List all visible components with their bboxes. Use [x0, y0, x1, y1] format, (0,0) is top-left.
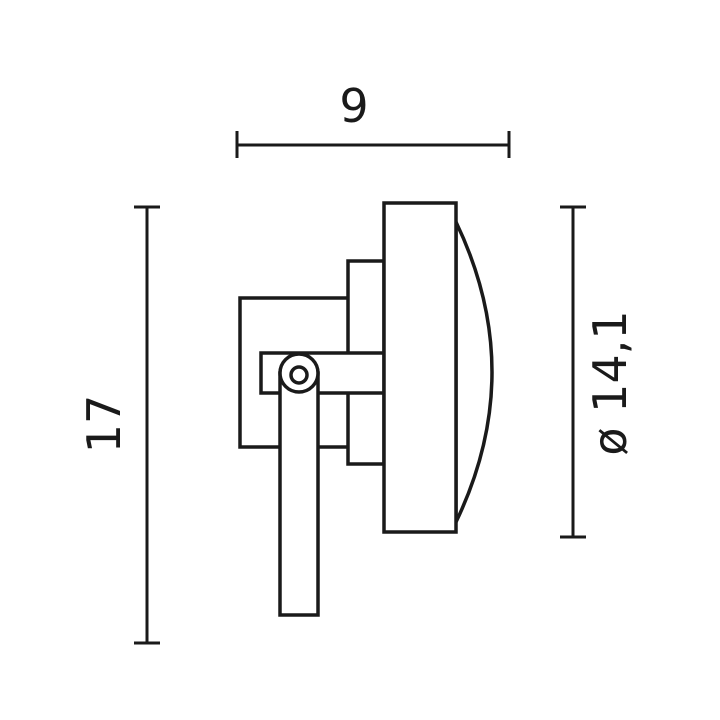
pivot-screw	[289, 365, 309, 385]
vertical-bracket	[278, 371, 320, 617]
diameter-dimension: ø 14,1	[560, 205, 637, 539]
spotlight-side-view	[238, 201, 494, 617]
height-dimension: 17	[77, 205, 160, 645]
width-dimension: 9	[235, 79, 511, 158]
height-dimension-label: 17	[77, 395, 131, 454]
width-dimension-label: 9	[339, 79, 368, 133]
lens-dome	[454, 221, 494, 523]
lamp-head	[382, 201, 458, 534]
diameter-dimension-label: ø 14,1	[583, 310, 637, 455]
